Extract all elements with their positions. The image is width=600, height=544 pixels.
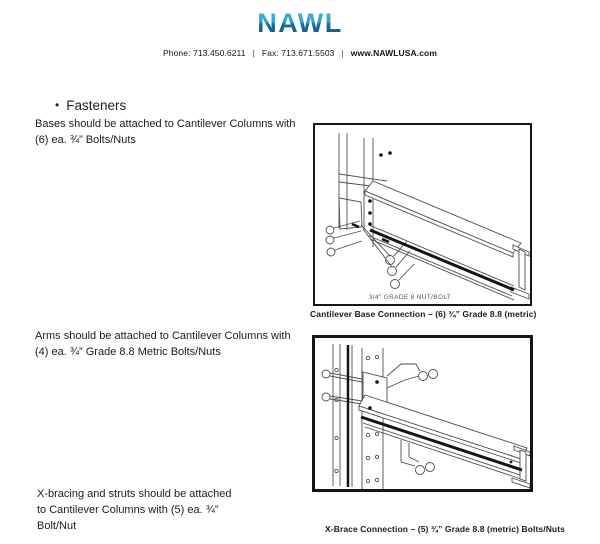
figure-base-connection: 3/4" GRADE 8 NUT/BOLT <box>313 123 532 306</box>
paragraph-line: (6) ea. ¾” Bolts/Nuts <box>35 134 136 146</box>
fax-text: Fax: 713.671.5503 <box>261 48 335 58</box>
paragraph-line: Bolt/Nut <box>37 520 77 532</box>
bullet-icon: • <box>55 98 60 112</box>
xbrace-connection-drawing <box>321 344 530 489</box>
section-title-text: Fasteners <box>66 98 127 113</box>
figure-xbrace-connection <box>312 335 533 492</box>
website-text: www.NAWLUSA.com <box>350 48 437 58</box>
contact-line: Phone: 713.450.6211 | Fax: 713.671.5503 | ww… <box>0 48 600 58</box>
nawl-logo: NAWL <box>0 9 600 37</box>
paragraph-line: X-bracing and struts should be attached <box>37 488 232 500</box>
paragraph-arms: Arms should be attached to Cantilever Co… <box>35 328 291 360</box>
figure-caption-xbrace: X-Brace Connection – (5) ¾” Grade 8.8 (m… <box>325 524 565 534</box>
section-heading-fasteners: • Fasteners <box>55 98 126 113</box>
phone-text: Phone: 713.450.6211 <box>163 48 246 58</box>
paragraph-line: to Cantilever Columns with (5) ea. ¾” <box>37 504 219 516</box>
paragraph-line: Arms should be attached to Cantilever Co… <box>35 330 291 342</box>
paragraph-line: (4) ea. ¾” Grade 8.8 Metric Bolts/Nuts <box>35 346 221 358</box>
separator: | <box>252 48 255 58</box>
separator: | <box>341 48 344 58</box>
paragraph-xbracing: X-bracing and struts should be attached … <box>37 486 231 534</box>
base-connection-drawing: 3/4" GRADE 8 NUT/BOLT <box>325 133 530 301</box>
figure-caption-base: Cantilever Base Connection – (6) ¾” Grad… <box>310 309 537 319</box>
paragraph-bases: Bases should be attached to Cantilever C… <box>35 116 295 148</box>
paragraph-line: Bases should be attached to Cantilever C… <box>35 118 296 130</box>
bolt-spec-label: 3/4" GRADE 8 NUT/BOLT <box>369 294 451 301</box>
